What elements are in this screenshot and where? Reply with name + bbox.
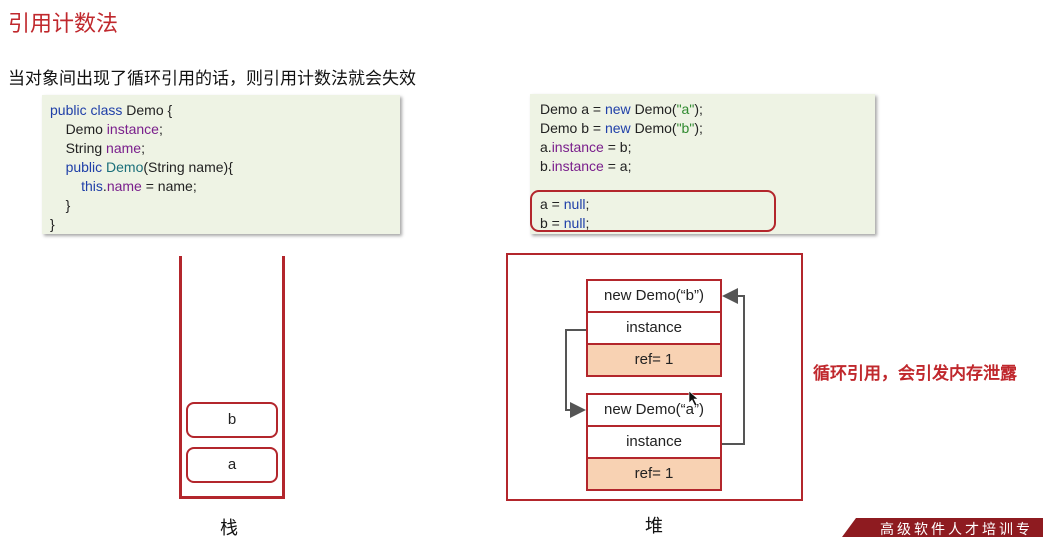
code-line: b = null; [540,214,875,233]
code-token: new [604,120,635,136]
code-token: String [65,140,107,156]
code-line: this.name = name; [50,177,400,196]
code-token: Demo a = [540,101,605,117]
slide-title: 引用计数法 [8,12,119,37]
code-token: ; [141,140,145,156]
code-token: Demo { [126,102,173,118]
code-token: = b; [603,139,632,155]
code-token: b. [540,158,552,174]
heap-caption: 堆 [645,516,663,537]
stack-slot-a: a [186,447,278,483]
code-token: a. [540,139,552,155]
heap-object-b: new Demo(“b”) instance ref= 1 [586,279,722,377]
code-token: Demo( [634,120,677,136]
code-token: ); [694,101,703,117]
code-token: ); [694,120,703,136]
code-token: Demo( [634,101,677,117]
code-token: Demo [65,121,107,137]
code-line: String name; [50,139,400,158]
code-token: "a" [676,101,695,117]
code-token: = name; [141,178,197,194]
stack-wall-right [282,256,285,499]
arrow-b-instance-to-a [565,329,586,418]
stack-caption: 栈 [220,518,238,539]
arrow-a-instance-to-b [722,288,745,445]
code-token: name [106,140,142,156]
code-line: } [50,196,400,215]
code-line: Demo instance; [50,120,400,139]
code-token: instance [551,158,604,174]
usage-code-block: Demo a = new Demo("a"); Demo b = new Dem… [530,94,875,234]
code-line: public Demo(String name){ [50,158,400,177]
code-token: . [102,178,107,194]
footer-brand-text: 高级软件人才培训专 [880,522,1033,538]
class-code-block: public class Demo { Demo instance; Strin… [42,95,400,234]
heap-area [506,253,803,501]
object-field-instance: instance [586,425,722,459]
code-line: a.instance = b; [540,138,875,157]
code-token: this [81,178,103,194]
code-token: Demo b = [540,120,605,136]
memory-leak-warning: 循环引用，会引发内存泄露 [813,364,1017,384]
code-line: Demo b = new Demo("b"); [540,119,875,138]
code-token: public [65,159,107,175]
footer-banner [842,518,1043,537]
code-token: instance [106,121,159,137]
object-ref-count: ref= 1 [586,343,722,377]
object-header: new Demo(“b”) [586,279,722,313]
code-token: "b" [676,120,695,136]
code-line: a = null; [540,195,875,214]
code-token: Demo [106,159,144,175]
code-token: } [50,216,55,232]
code-token: ; [158,121,163,137]
stack-wall-left [179,256,182,499]
code-token: (String name){ [143,159,233,175]
code-token: null [563,196,586,212]
code-token: ; [585,215,590,231]
stack-floor [179,496,285,499]
code-token: instance [551,139,604,155]
code-token: public class [50,102,127,118]
footer-banner-notch [842,518,856,537]
object-header: new Demo(“a”) [586,393,722,427]
code-line: public class Demo { [50,101,400,120]
code-token: new [604,101,635,117]
stack-slot-b: b [186,402,278,438]
code-line: Demo a = new Demo("a"); [540,100,875,119]
object-field-instance: instance [586,311,722,345]
code-token: name [106,178,142,194]
heap-object-a: new Demo(“a”) instance ref= 1 [586,393,722,491]
code-token: ; [585,196,590,212]
null-assignment-highlight [530,190,776,232]
code-token: a = [540,196,564,212]
code-token: null [563,215,586,231]
cursor-icon [688,390,699,407]
code-line: b.instance = a; [540,157,875,176]
code-token: b = [540,215,564,231]
code-token: } [65,197,71,213]
code-token: = a; [603,158,632,174]
code-line: } [50,215,400,234]
slide-subtitle: 当对象间出现了循环引用的话，则引用计数法就会失效 [8,69,416,89]
object-ref-count: ref= 1 [586,457,722,491]
